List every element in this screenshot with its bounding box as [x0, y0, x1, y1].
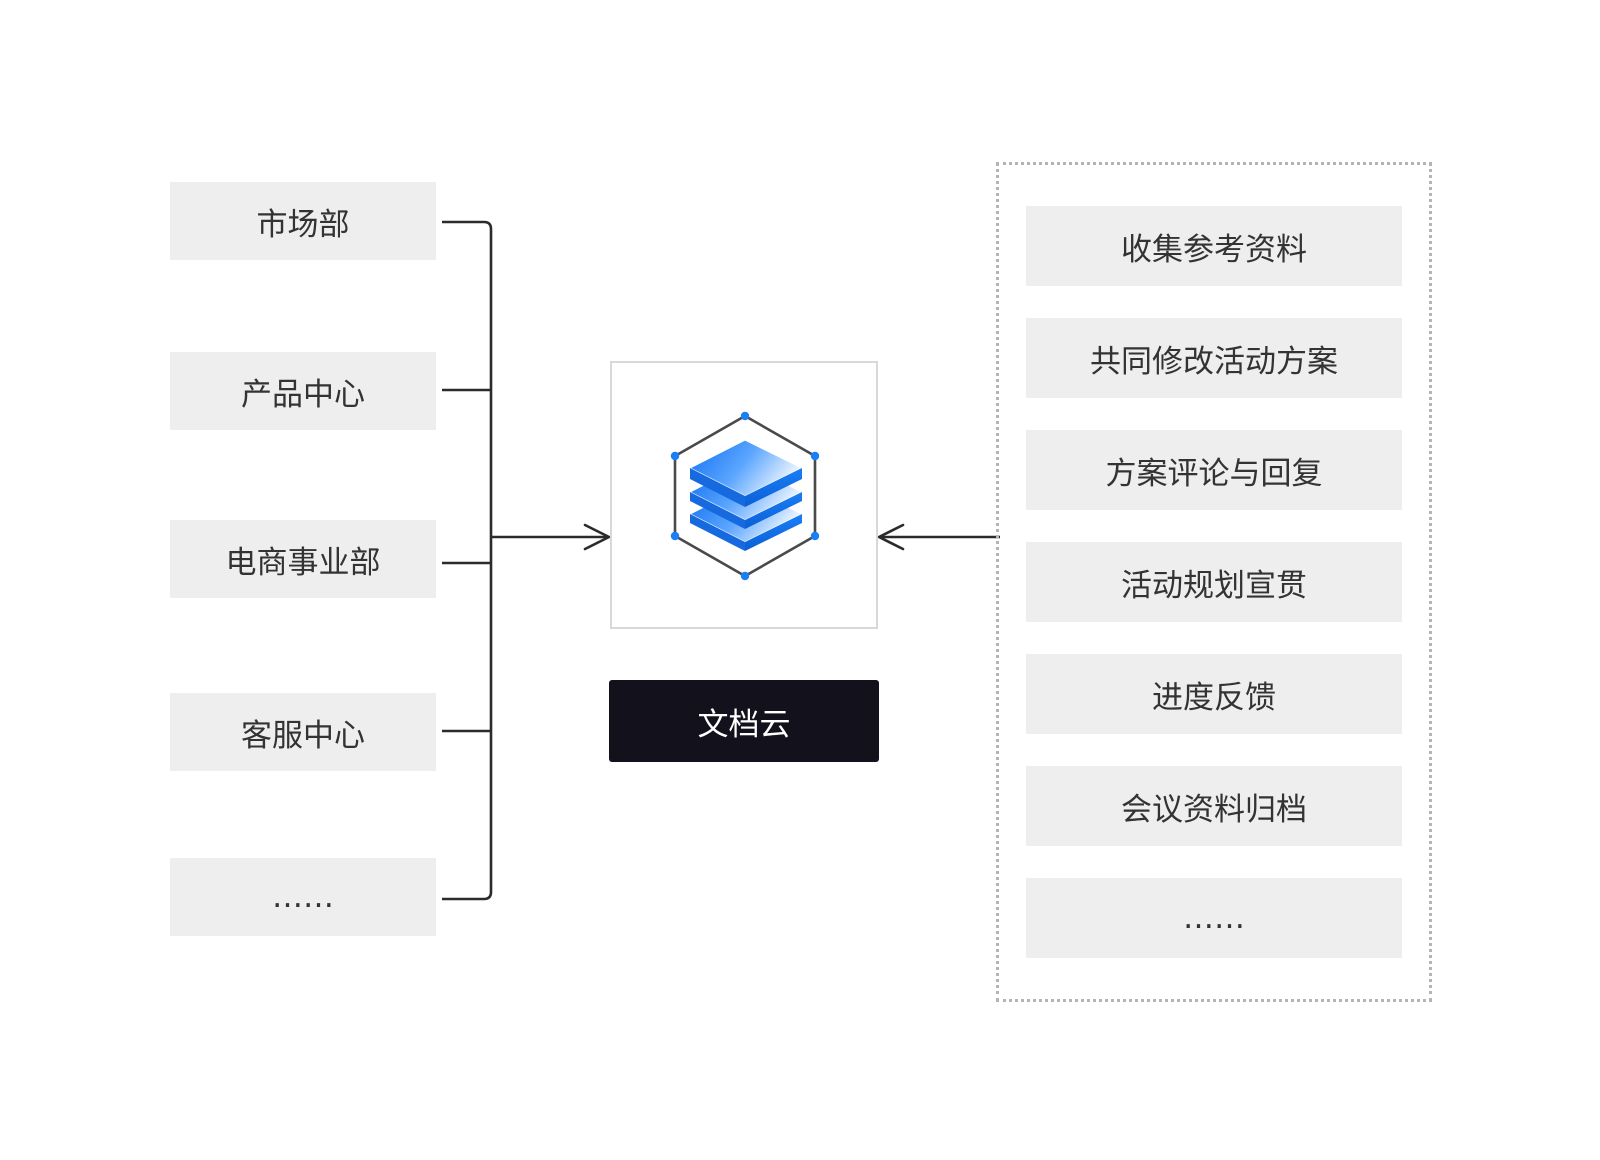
- task-label: 方案评论与回复: [1105, 455, 1323, 492]
- department-box-more: ……: [170, 858, 436, 936]
- task-box: 方案评论与回复: [1026, 430, 1402, 510]
- department-label: 产品中心: [241, 376, 365, 413]
- task-label: 共同修改活动方案: [1090, 343, 1338, 380]
- department-box-product: 产品中心: [170, 352, 436, 430]
- task-group-frame: [996, 162, 1432, 1002]
- department-box-customer-service: 客服中心: [170, 693, 436, 771]
- task-label: 会议资料归档: [1121, 791, 1307, 828]
- task-box: ……: [1026, 878, 1402, 958]
- department-box-marketing: 市场部: [170, 182, 436, 260]
- department-label: ……: [272, 879, 334, 915]
- department-box-ecommerce: 电商事业部: [170, 520, 436, 598]
- task-box: 活动规划宣贯: [1026, 542, 1402, 622]
- bracket-vertical-line: [442, 220, 493, 901]
- task-box: 会议资料归档: [1026, 766, 1402, 846]
- task-label: ……: [1183, 900, 1245, 936]
- task-box: 进度反馈: [1026, 654, 1402, 734]
- task-label: 收集参考资料: [1121, 231, 1307, 268]
- department-label: 客服中心: [241, 717, 365, 754]
- task-box: 收集参考资料: [1026, 206, 1402, 286]
- hub-box: [610, 361, 878, 629]
- task-label: 进度反馈: [1152, 679, 1276, 716]
- task-label: 活动规划宣贯: [1121, 567, 1307, 604]
- hub-label: 文档云: [609, 680, 879, 762]
- hub-label-text: 文档云: [697, 706, 791, 743]
- department-label: 电商事业部: [225, 544, 381, 581]
- department-label: 市场部: [256, 206, 350, 243]
- task-box: 共同修改活动方案: [1026, 318, 1402, 398]
- layered-database-icon: [670, 411, 820, 581]
